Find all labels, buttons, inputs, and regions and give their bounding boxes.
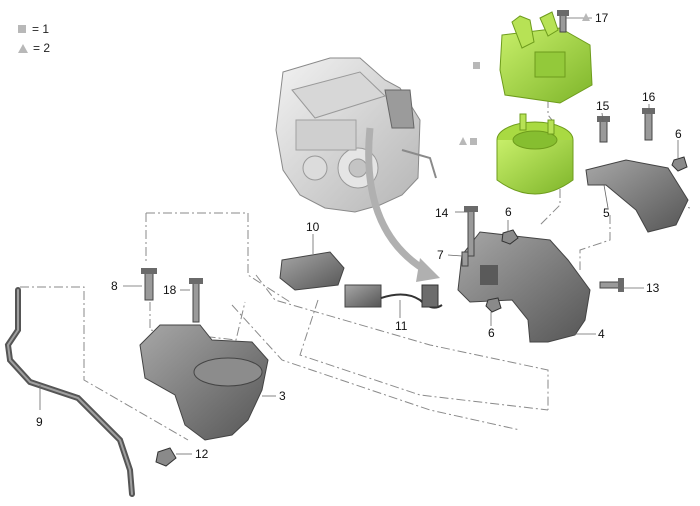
harness-11 xyxy=(344,284,443,309)
callout-13: 13 xyxy=(646,281,660,295)
callout-9: 9 xyxy=(36,415,43,429)
nut-6a xyxy=(501,229,519,245)
fuel-filter-head xyxy=(499,11,593,104)
triangle-marker-icon xyxy=(582,13,590,21)
callout-8: 8 xyxy=(111,279,118,293)
callout-3: 3 xyxy=(279,389,286,403)
engine-block xyxy=(275,57,437,213)
square-marker-icon xyxy=(18,25,26,33)
bolt-16 xyxy=(642,108,655,141)
callout-14: 14 xyxy=(435,206,449,220)
callout-6-right: 6 xyxy=(675,127,682,141)
module-10 xyxy=(279,251,345,291)
callout-7: 7 xyxy=(437,248,444,262)
nut-6c xyxy=(671,156,688,172)
bolt-14 xyxy=(464,206,478,257)
triangle-marker-icon xyxy=(18,43,28,53)
callout-11: 11 xyxy=(395,319,408,333)
callout-16: 16 xyxy=(642,90,656,104)
legend-item-2: = 2 xyxy=(18,41,50,55)
engine-arrow xyxy=(365,127,427,273)
bracket-5 xyxy=(585,159,689,233)
legend-item-1: = 1 xyxy=(18,22,49,36)
nut-6b xyxy=(485,297,502,313)
square-marker-icon xyxy=(470,138,477,145)
bolt-15 xyxy=(597,116,610,143)
housing-3 xyxy=(139,324,269,441)
callout-12: 12 xyxy=(195,447,209,461)
callout-15: 15 xyxy=(596,99,610,113)
legend-text-2: = 2 xyxy=(33,41,51,55)
bolt-18 xyxy=(189,278,203,323)
triangle-marker-icon xyxy=(459,137,467,145)
callout-18: 18 xyxy=(163,283,177,297)
callout-5: 5 xyxy=(603,206,610,220)
pipe-9 xyxy=(4,287,135,497)
legend-text-1: = 1 xyxy=(32,22,50,36)
callout-4: 4 xyxy=(598,327,605,341)
callout-6-top: 6 xyxy=(505,205,512,219)
engine-arrow-head xyxy=(416,258,440,282)
stud-7 xyxy=(461,251,469,267)
bolt-17 xyxy=(557,10,569,33)
bracket-4 xyxy=(457,231,591,343)
clip-12 xyxy=(155,447,177,467)
bolt-13 xyxy=(599,278,624,292)
fuel-filter-element xyxy=(496,113,574,195)
callout-6-bottom: 6 xyxy=(488,326,495,340)
callout-10: 10 xyxy=(306,220,320,234)
square-marker-icon xyxy=(473,62,480,69)
callout-17: 17 xyxy=(595,11,609,25)
bolt-8 xyxy=(141,268,157,301)
